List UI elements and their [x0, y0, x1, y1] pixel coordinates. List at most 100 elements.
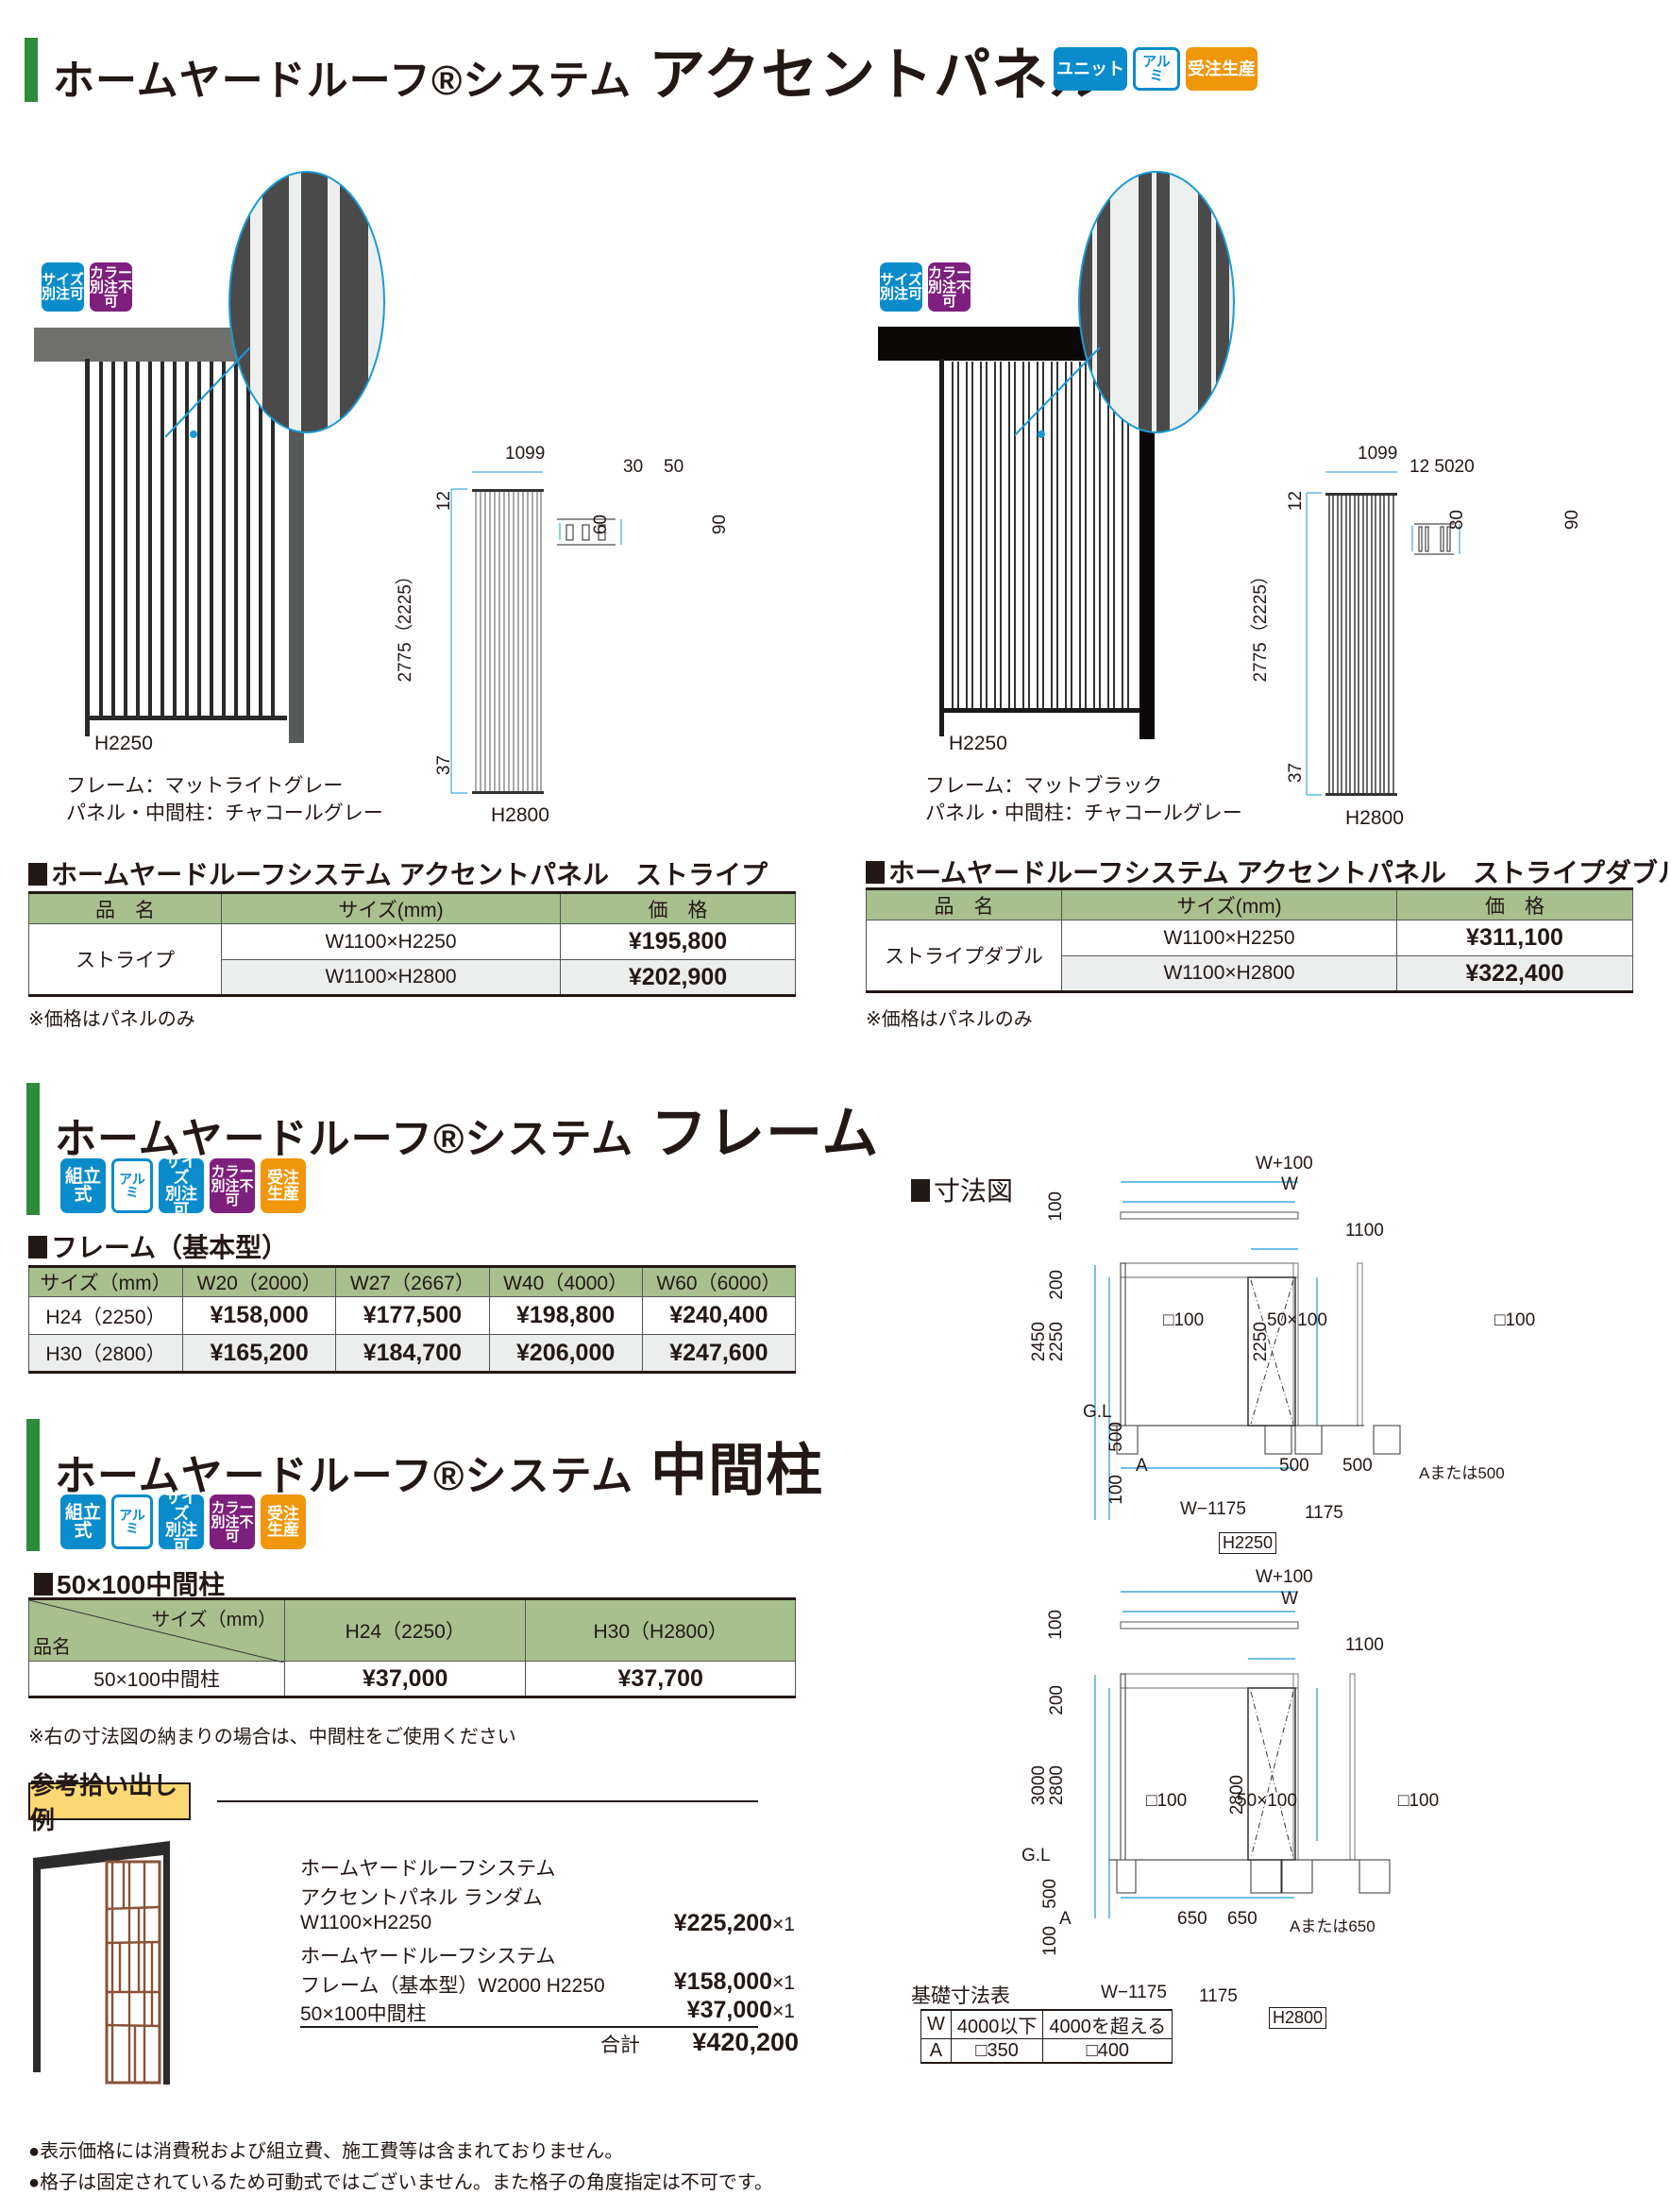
right-dim-width: 1099	[1358, 444, 1398, 464]
stripe-double-panel-drawing	[1306, 471, 1460, 796]
h2250-found-right: Aまたは500	[1419, 1464, 1505, 1482]
example-total-divider	[300, 2026, 758, 2028]
header-badges: ユニット アルミ 受注生産	[1054, 47, 1257, 91]
h2250-span-1175: 1175	[1305, 1503, 1343, 1523]
h2250-w-plus: W+100	[1256, 1154, 1313, 1174]
stripe-double-zoom-detail	[1015, 171, 1235, 437]
badge-made-to-order: 受注生産	[261, 1158, 306, 1213]
footer-note-1: ●表示価格には消費税および組立費、施工費等は含まれておりません。	[28, 2141, 624, 2162]
dimension-drawing-h2250	[1094, 1181, 1401, 1520]
badge-assembly: 組立式	[60, 1158, 106, 1213]
h2800-found-mid2: 650	[1227, 1909, 1257, 1929]
h2800-span-1100: 1100	[1345, 1635, 1384, 1655]
h2800-label: H2800	[1269, 2007, 1327, 2029]
example-price-post: ¥37,000×1	[686, 1997, 795, 2023]
diagonal-header: サイズ（mm） 品名	[28, 1598, 285, 1663]
right-frame-color: フレーム：マットブラック	[925, 775, 1163, 797]
dimension-heading: 寸法図	[911, 1171, 1013, 1208]
left-panel-color: パネル・中間柱：チャコールグレー	[66, 802, 383, 824]
dimension-drawing-h2800	[1094, 1591, 1391, 1918]
table-row: 50×100中間柱 ¥37,000 ¥37,700	[28, 1661, 796, 1697]
stripe-double-note: ※価格はパネルのみ	[866, 1009, 1033, 1030]
table-row: H30（2800） ¥165,200 ¥184,700 ¥206,000 ¥24…	[28, 1334, 797, 1373]
stripe-panel-drawing	[450, 471, 622, 794]
h2800-roof-h: 100	[1046, 1610, 1066, 1640]
left-photo-label: H2250	[94, 733, 153, 754]
right-photo-label: H2250	[949, 733, 1007, 754]
h2250-post-right: □100	[1494, 1310, 1536, 1330]
example-total-label: 合計	[600, 2035, 640, 2056]
h2800-found-right: Aまたは650	[1290, 1917, 1376, 1935]
right-dim-section: 12 5020	[1409, 457, 1475, 477]
h2800-found-mid1: 650	[1177, 1909, 1207, 1929]
post-section-title: ホームヤードルーフ®システム中間柱	[55, 1439, 824, 1502]
post-note: ※右の寸法図の納まりの場合は、中間柱をご使用ください	[28, 1727, 516, 1748]
h2800-found-100: 100	[1040, 1926, 1060, 1956]
footer-note-2: ●格子は固定されているため可動式ではございません。また格子の角度指定は不可です。	[28, 2172, 773, 2193]
post-badges: 組立式 アルミ サイズ別注可 カラー別注不可 受注生産	[60, 1490, 306, 1554]
left-dim-section-a: 30	[623, 457, 644, 477]
right-panel-badges: サイズ別注可 カラー別注不可	[880, 262, 971, 312]
example-line-3: W1100×H2250	[300, 1912, 432, 1933]
right-dim-height: 2775（2225）	[1251, 566, 1271, 683]
left-dim-top: 12	[434, 491, 454, 512]
table-row: W1100×H2800 ¥322,400	[867, 955, 1633, 992]
right-panel-color: パネル・中間柱：チャコールグレー	[925, 802, 1242, 824]
badge-size-custom: サイズ別注可	[42, 262, 84, 312]
frame-table-heading: フレーム（基本型）	[28, 1227, 288, 1265]
example-price-panel: ¥225,200×1	[673, 1910, 795, 1936]
left-dim-height: 2775（2225）	[396, 566, 415, 683]
section-accent-bar	[25, 38, 38, 102]
table-row: ストライプ W1100×H2250 ¥195,800	[28, 923, 796, 996]
h2250-height: 2250	[1047, 1322, 1067, 1362]
left-dim-section-outer: 90	[710, 515, 730, 535]
badge-aluminum: アルミ	[111, 1158, 153, 1213]
h2800-height: 2800	[1047, 1765, 1067, 1806]
h2250-top-200: 200	[1047, 1270, 1067, 1300]
badge-aluminum: アルミ	[111, 1494, 153, 1549]
left-dim-section-inner: 60	[591, 515, 611, 535]
right-dim-top: 12	[1286, 491, 1306, 512]
post-table-heading: 50×100中間柱	[34, 1564, 225, 1602]
example-divider	[217, 1800, 758, 1802]
right-drawing-label: H2800	[1345, 807, 1404, 829]
frame-section-header: ホームヤードルーフ®システムフレーム	[26, 1083, 879, 1215]
post-section-header: ホームヤードルーフ®システム中間柱	[26, 1419, 823, 1551]
table-row: W1100×H2800 ¥202,900	[29, 959, 796, 996]
page-header: ホームヤードルーフ®システムアクセントパネル	[25, 38, 1106, 107]
h2800-post-mid: 50×100	[1237, 1791, 1297, 1811]
h2800-post-left: □100	[1146, 1791, 1188, 1811]
badge-color-no-custom: カラー別注不可	[210, 1494, 255, 1549]
badge-unit: ユニット	[1054, 47, 1127, 91]
foundation-table: W 4000以下 4000を超える A □350 □400	[920, 2009, 1173, 2064]
stripe-double-table-heading: ホームヤードルーフシステム アクセントパネル ストライプダブル	[866, 853, 1671, 890]
h2250-post-left: □100	[1163, 1310, 1205, 1330]
right-dim-section-outer: 90	[1562, 510, 1582, 531]
badge-color-no-custom: カラー別注不可	[210, 1158, 255, 1213]
foundation-table-title: 基礎寸法表	[911, 1985, 1010, 2007]
badge-aluminum: アルミ	[1133, 47, 1180, 91]
h2250-found-mid1: 500	[1279, 1456, 1309, 1476]
stripe-double-price-table: 品 名 サイズ(mm) 価 格 ストライプダブル W1100×H2250 ¥31…	[866, 887, 1633, 993]
example-price-frame: ¥158,000×1	[673, 1968, 795, 1995]
left-panel-badges: サイズ別注可 カラー別注不可	[42, 262, 132, 312]
example-photo	[33, 1841, 170, 2085]
h2800-found-500: 500	[1040, 1879, 1060, 1909]
example-line-5: フレーム（基本型）W2000 H2250	[300, 1975, 605, 1997]
h2250-found-mid2: 500	[1342, 1456, 1373, 1476]
h2800-top-200: 200	[1047, 1685, 1067, 1715]
badge-made-to-order: 受注生産	[261, 1494, 306, 1549]
h2250-found-a: A	[1136, 1456, 1148, 1476]
h2250-roof-h: 100	[1046, 1191, 1066, 1222]
h2250-found-100: 100	[1106, 1475, 1126, 1505]
left-dim-width: 1099	[505, 444, 546, 464]
table-row: ストライプダブル W1100×H2250 ¥311,100	[866, 920, 1633, 992]
badge-size-custom: サイズ別注可	[880, 262, 922, 312]
left-frame-color: フレーム：マットライトグレー	[66, 775, 344, 797]
left-dim-section-b: 50	[664, 457, 684, 477]
h2800-w-plus: W+100	[1256, 1567, 1313, 1587]
frame-badges: 組立式 アルミ サイズ別注可 カラー別注不可 受注生産	[60, 1154, 306, 1218]
example-line-1: ホームヤードルーフシステム	[300, 1858, 556, 1880]
h2250-span-1100: 1100	[1345, 1221, 1384, 1241]
h2250-post-mid: 50×100	[1267, 1310, 1327, 1330]
